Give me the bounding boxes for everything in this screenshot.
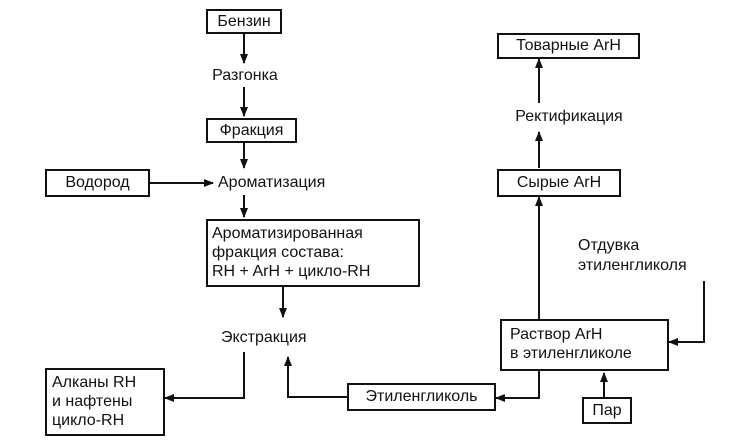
- node-vodorod-label: Водород: [65, 174, 130, 191]
- arrow-otduvka-to-rastvor: [668, 281, 705, 346]
- arrow-rastvor-to-etilenglikol: [495, 370, 540, 402]
- node-benzin: Бензин: [206, 9, 282, 34]
- node-ekstraktsiya-label: Экстракция: [221, 329, 307, 346]
- node-fraktsiya-label: Фракция: [219, 122, 284, 139]
- node-aromatizatsiya-label: Ароматизация: [218, 174, 326, 191]
- node-par: Пар: [582, 397, 632, 424]
- node-rastvor-line2: в этиленгликоле: [510, 345, 632, 362]
- node-aromatized-fraction-line2: фракция состава:: [212, 244, 344, 261]
- node-otduvka-line2: этиленгликоля: [578, 257, 687, 274]
- node-razgonka-label: Разгонка: [212, 67, 278, 84]
- node-fraktsiya: Фракция: [206, 118, 297, 143]
- node-vodorod: Водород: [45, 169, 150, 197]
- node-tovarnye-label: Товарные ArH: [516, 37, 621, 54]
- node-syrye: Сырые ArH: [497, 169, 621, 197]
- node-syrye-label: Сырые ArH: [516, 174, 602, 191]
- node-aromatized-fraction: Ароматизированная фракция состава: RH + …: [206, 219, 420, 287]
- arrow-ekstraktsiya-to-alkany: [164, 352, 245, 402]
- node-par-label: Пар: [592, 402, 622, 419]
- node-razgonka: Разгонка: [200, 66, 290, 87]
- node-alkany: Алканы RH и нафтены цикло-RH: [45, 368, 165, 436]
- node-ekstraktsiya: Экстракция: [221, 328, 331, 349]
- node-rektifikatsiya: Ректификация: [498, 107, 640, 128]
- node-otduvka-line1: Отдувка: [578, 237, 640, 254]
- node-etilenglikol: Этиленгликоль: [347, 383, 496, 411]
- node-rastvor: Раствор ArH в этиленгликоле: [500, 319, 669, 371]
- arrow-etilenglikol-to-ekstraktsiya: [284, 356, 347, 398]
- node-tovarnye: Товарные ArH: [497, 33, 640, 59]
- node-aromatizatsiya: Ароматизация: [218, 173, 358, 194]
- node-alkany-line2: и нафтены: [52, 393, 133, 410]
- node-aromatized-fraction-line1: Ароматизированная: [212, 225, 363, 242]
- node-etilenglikol-label: Этиленгликоль: [365, 388, 478, 405]
- node-aromatized-fraction-line3: RH + ArH + цикло-RH: [212, 263, 371, 280]
- node-alkany-line3: цикло-RH: [52, 412, 125, 429]
- node-alkany-line1: Алканы RH: [52, 374, 137, 391]
- node-rektifikatsiya-label: Ректификация: [515, 108, 623, 125]
- node-benzin-label: Бензин: [217, 13, 271, 30]
- node-rastvor-line1: Раствор ArH: [510, 326, 603, 343]
- node-otduvka: Отдувка этиленгликоля: [578, 236, 728, 280]
